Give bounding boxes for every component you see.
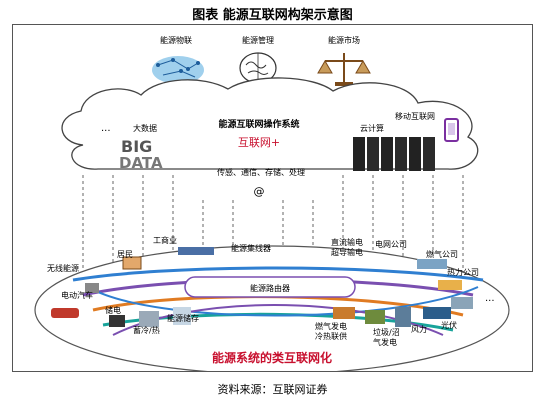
label-industry: 工商业 bbox=[153, 235, 177, 245]
energy-internet-diagram: 能源物联 能源管理 能源市场 ... 大数据 BIG DATA 能源 bbox=[34, 35, 510, 375]
at-symbol: @ bbox=[254, 185, 265, 198]
label-dc-line: 直流输电 bbox=[331, 237, 363, 247]
top-label-market: 能源市场 bbox=[328, 35, 360, 45]
cloud-dots-left: ... bbox=[101, 123, 111, 134]
label-gas-power: 燃气发电 bbox=[315, 321, 347, 331]
label-superconducting: 超导输电 bbox=[331, 247, 363, 257]
residential-icon bbox=[122, 256, 142, 270]
industry-icon bbox=[178, 247, 214, 255]
top-row: 能源物联 能源管理 能源市场 bbox=[152, 35, 371, 86]
energy-router-hub bbox=[184, 276, 356, 298]
label-storage: 储电 bbox=[105, 305, 121, 315]
label-wind: 风力 bbox=[411, 324, 427, 334]
figure-title: 图表 能源互联网构架示意图 bbox=[192, 8, 353, 23]
label-heat-company: 热力公司 bbox=[447, 267, 479, 277]
diagram-frame: 能源物联 能源管理 能源市场 ... 大数据 BIG DATA 能源 bbox=[12, 24, 533, 375]
label-dots-right: ... bbox=[485, 293, 495, 304]
big-data-label: 大数据 bbox=[133, 123, 157, 133]
server-rack-icon bbox=[353, 137, 435, 171]
label-gas-company: 燃气公司 bbox=[426, 249, 458, 259]
gas-company-icon bbox=[417, 259, 447, 269]
label-waste: 垃圾/沼 bbox=[373, 327, 400, 337]
system-labels: 无线能源 居民 工商业 能源集线器 直流输电 超导输电 电网公司 燃气公司 热力… bbox=[47, 235, 495, 347]
label-grid-company: 电网公司 bbox=[375, 239, 407, 249]
source-note: 资料来源：互联网证券 bbox=[217, 383, 328, 396]
heat-company-icon bbox=[438, 280, 462, 290]
ev-icon bbox=[51, 308, 79, 318]
world-network-icon bbox=[152, 56, 204, 84]
label-cchp: 冷热联供 bbox=[315, 331, 347, 341]
label-biogas: 气发电 bbox=[373, 337, 397, 347]
brain-icon bbox=[239, 52, 277, 84]
energy-storage-icon bbox=[173, 307, 191, 325]
process-label: 传感、通信、存储、处理 bbox=[217, 167, 305, 177]
label-pv: 光伏 bbox=[441, 320, 457, 330]
connector-lines bbox=[82, 175, 464, 287]
gas-power-icon bbox=[333, 307, 355, 319]
label-ev: 电动汽车 bbox=[61, 290, 93, 300]
label-cold-heat: 蓄冷/热 bbox=[133, 325, 160, 335]
big-data-art-2: DATA bbox=[119, 154, 163, 172]
energy-router-label: 能源路由器 bbox=[250, 283, 290, 293]
cold-heat-icon bbox=[139, 311, 159, 327]
waste-icon bbox=[365, 310, 385, 324]
label-energy-storage: 能源储存 bbox=[167, 313, 199, 323]
label-wireless: 无线能源 bbox=[47, 263, 79, 273]
grid-facility-icon bbox=[451, 297, 473, 309]
os-label: 能源互联网操作系统 bbox=[218, 118, 299, 130]
label-residential: 居民 bbox=[117, 250, 133, 259]
mobile-internet-label: 移动互联网 bbox=[395, 111, 435, 121]
top-label-iot: 能源物联 bbox=[160, 35, 192, 45]
storage-icon bbox=[109, 315, 125, 327]
top-label-management: 能源管理 bbox=[242, 35, 274, 45]
energy-system-title: 能源系统的类互联网化 bbox=[212, 350, 332, 365]
big-data-icon: BIG DATA bbox=[119, 137, 163, 172]
wind-icon bbox=[395, 307, 411, 327]
big-data-art-1: BIG bbox=[121, 137, 152, 156]
facility-icons bbox=[51, 247, 473, 327]
mobile-phone-icon bbox=[444, 118, 459, 142]
balance-scale-icon bbox=[317, 53, 371, 86]
label-collector: 能源集线器 bbox=[231, 243, 271, 253]
pv-icon bbox=[423, 307, 451, 319]
cloud-computing-label: 云计算 bbox=[360, 123, 384, 133]
wireless-icon bbox=[85, 283, 99, 293]
internet-plus-label: 互联网+ bbox=[238, 136, 280, 149]
